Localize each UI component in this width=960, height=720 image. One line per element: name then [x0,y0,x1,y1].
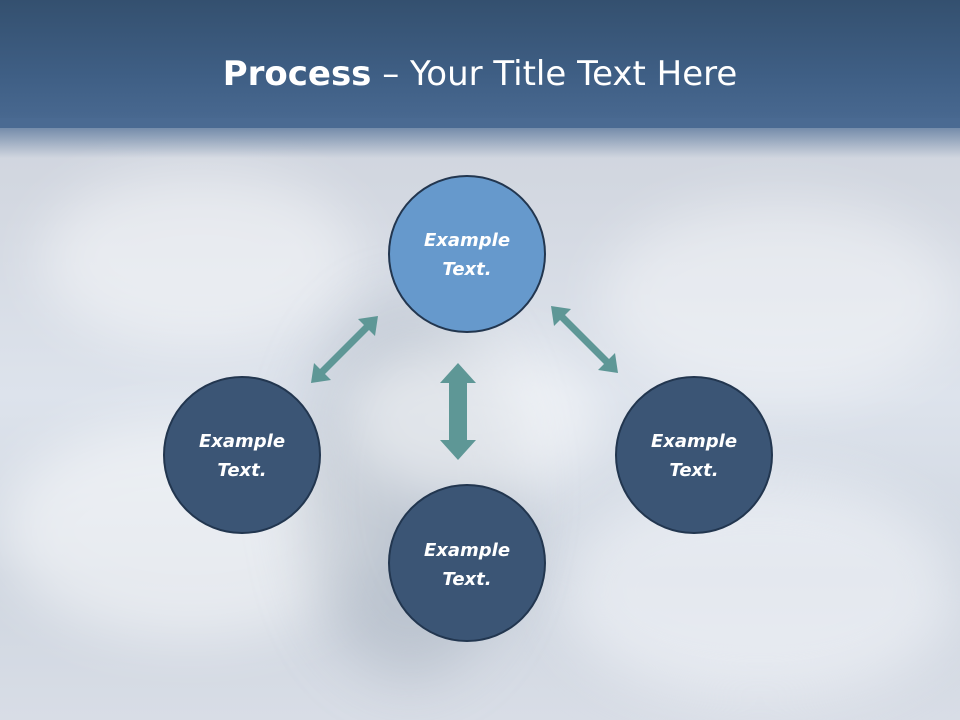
node-bottom-line1: Example [424,540,510,561]
node-top-line2: Text. [442,259,491,280]
node-right: Example Text. [615,376,773,534]
arrow-top-left [311,316,378,383]
node-left: Example Text. [163,376,321,534]
node-left-line1: Example [199,431,285,452]
title-bar [0,0,960,128]
node-bottom: Example Text. [388,484,546,642]
slide-title: Process – Your Title Text Here [0,52,960,96]
node-bottom-circle [388,484,546,642]
node-left-line2: Text. [217,460,266,481]
node-top: Example Text. [388,175,546,333]
title-rest: – Your Title Text Here [371,54,738,94]
title-bold: Process [222,54,372,94]
title-bar-fade [0,118,960,158]
arrow-center [440,363,476,460]
node-right-line2: Text. [669,460,718,481]
node-top-line1: Example [424,230,510,251]
node-right-line1: Example [651,431,737,452]
node-right-circle [615,376,773,534]
node-left-circle [163,376,321,534]
node-bottom-line2: Text. [442,569,491,590]
arrow-top-right [551,306,618,373]
node-top-circle [388,175,546,333]
